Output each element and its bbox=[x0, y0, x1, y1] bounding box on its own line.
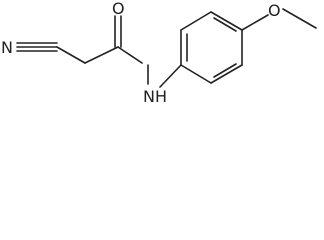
chemical-structure: N O NH O bbox=[1, 0, 317, 106]
bond-nh-ring bbox=[159, 64, 182, 88]
bond-ch2-carbonyl bbox=[84, 46, 119, 64]
bond-cn-ch2 bbox=[56, 46, 86, 64]
bond-ring-ether-o bbox=[241, 14, 269, 31]
ring-double-inner-3 bbox=[213, 17, 237, 32]
ring-bond-ab bbox=[180, 64, 212, 84]
bond-ether-methyl bbox=[282, 8, 317, 29]
ring-bond-bc bbox=[210, 64, 243, 84]
atom-label-nitrile-n: N bbox=[1, 38, 13, 57]
atom-label-carbonyl-o: O bbox=[112, 0, 125, 18]
ring-double-inner-2 bbox=[213, 63, 237, 78]
atom-label-amide-nh: NH bbox=[143, 87, 167, 106]
ring-bond-ef bbox=[180, 11, 212, 31]
bond-carbonyl-nh bbox=[117, 46, 143, 64]
ring-bond-de bbox=[210, 11, 243, 31]
atom-label-ether-o: O bbox=[268, 1, 281, 20]
